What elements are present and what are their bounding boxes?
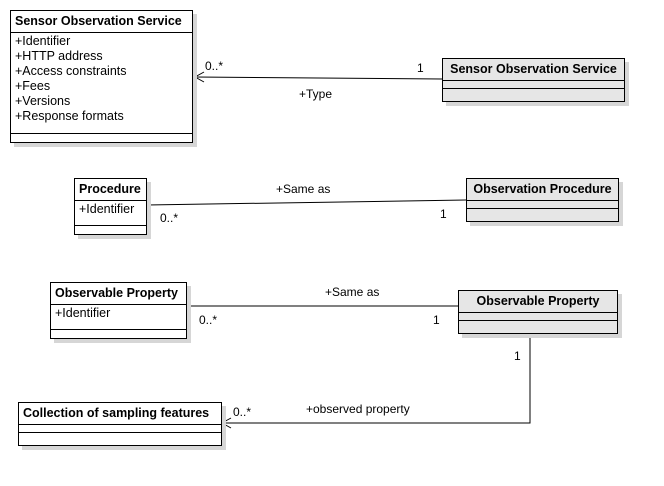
class-observation-procedure[interactable]: Observation Procedure bbox=[466, 178, 619, 222]
observed-property-role-label: +observed property bbox=[306, 402, 410, 416]
class-attributes: +Identifier bbox=[75, 201, 146, 226]
attribute: +Identifier bbox=[79, 202, 135, 216]
class-operations bbox=[75, 226, 146, 233]
procedure-role-label: +Same as bbox=[276, 182, 331, 196]
attribute: +Response formats bbox=[15, 109, 124, 123]
property-source-multiplicity: 0..* bbox=[199, 313, 218, 327]
class-operations bbox=[51, 330, 186, 337]
type-role-label: +Type bbox=[299, 87, 333, 101]
class-name: Observable Property bbox=[51, 283, 186, 305]
class-operations bbox=[459, 321, 617, 328]
class-collection-of-sampling-features[interactable]: Collection of sampling features bbox=[18, 402, 222, 446]
class-sensor-observation-service-external[interactable]: Sensor Observation Service bbox=[442, 58, 625, 102]
class-observable-property-external[interactable]: Observable Property bbox=[458, 290, 618, 334]
class-sensor-observation-service[interactable]: Sensor Observation Service +Identifier +… bbox=[10, 10, 193, 143]
class-operations bbox=[19, 433, 221, 440]
class-attributes bbox=[467, 201, 618, 209]
association-procedure-line bbox=[146, 199, 467, 206]
attribute: +Fees bbox=[15, 79, 51, 93]
class-name: Collection of sampling features bbox=[19, 403, 221, 425]
class-attributes: +Identifier +HTTP address +Access constr… bbox=[11, 33, 192, 134]
class-attributes bbox=[443, 81, 624, 89]
type-target-multiplicity: 1 bbox=[417, 61, 424, 75]
class-name: Procedure bbox=[75, 179, 146, 201]
attribute: +Versions bbox=[15, 94, 71, 108]
class-attributes bbox=[19, 425, 221, 433]
association-type-line bbox=[194, 76, 443, 80]
type-source-multiplicity: 0..* bbox=[205, 59, 224, 73]
class-name: Observation Procedure bbox=[467, 179, 618, 201]
association-type-arrowhead bbox=[193, 71, 205, 83]
attribute: +HTTP address bbox=[15, 49, 103, 63]
class-name: Sensor Observation Service bbox=[443, 59, 624, 81]
class-procedure[interactable]: Procedure +Identifier bbox=[74, 178, 147, 235]
attribute: +Identifier bbox=[55, 306, 111, 320]
class-operations bbox=[467, 209, 618, 216]
class-attributes bbox=[459, 313, 617, 321]
property-role-label: +Same as bbox=[325, 285, 380, 299]
attribute: +Access constraints bbox=[15, 64, 127, 78]
procedure-source-multiplicity: 0..* bbox=[160, 211, 179, 225]
class-name: Sensor Observation Service bbox=[11, 11, 192, 33]
property-target-multiplicity: 1 bbox=[433, 313, 440, 327]
association-observed-property-line bbox=[222, 334, 531, 424]
attribute: +Identifier bbox=[15, 34, 71, 48]
association-observed-property-arrowhead bbox=[220, 417, 232, 429]
class-observable-property[interactable]: Observable Property +Identifier bbox=[50, 282, 187, 339]
procedure-target-multiplicity: 1 bbox=[440, 207, 447, 221]
class-operations bbox=[11, 134, 192, 141]
class-name: Observable Property bbox=[459, 291, 617, 313]
class-attributes: +Identifier bbox=[51, 305, 186, 330]
observed-property-source-multiplicity: 0..* bbox=[233, 405, 252, 419]
observed-property-target-multiplicity: 1 bbox=[514, 349, 521, 363]
class-operations bbox=[443, 89, 624, 96]
